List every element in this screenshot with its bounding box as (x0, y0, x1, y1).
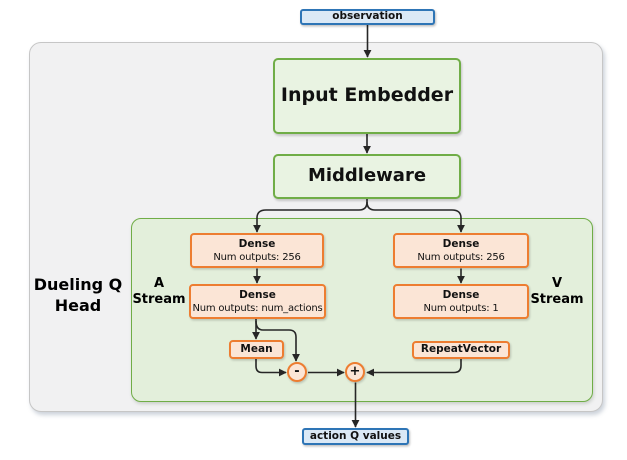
dense-a1-subtitle: Num outputs: 256 (213, 251, 301, 263)
input-embedder-label: Input Embedder (280, 84, 454, 107)
observation-label: observation (332, 10, 403, 23)
v-stream-label-line2: Stream (530, 292, 584, 307)
dense-v2-node: Dense Num outputs: 1 (393, 284, 529, 319)
add-operator-label: + (349, 364, 361, 379)
dense-a2-title: Dense (239, 288, 276, 301)
a-stream-label-line1: A (153, 276, 165, 291)
mean-node: Mean (229, 340, 284, 359)
repeat-vector-node: RepeatVector (412, 341, 510, 359)
subtract-operator-node: - (287, 362, 307, 382)
dense-v1-node: Dense Num outputs: 256 (393, 233, 529, 268)
mean-label: Mean (240, 342, 273, 355)
action-q-values-node: action Q values (302, 428, 409, 445)
dense-v2-subtitle: Num outputs: 1 (423, 302, 499, 314)
dense-v1-title: Dense (442, 237, 480, 250)
dense-a2-subtitle: Num outputs: num_actions (192, 302, 323, 314)
dueling-q-head-label-line1: Dueling Q (33, 275, 123, 294)
dense-a1-title: Dense (238, 237, 276, 250)
dense-a1-node: Dense Num outputs: 256 (190, 233, 324, 268)
observation-node: observation (300, 9, 435, 25)
v-stream-label: V Stream (527, 276, 587, 308)
a-stream-label: A Stream (129, 276, 189, 308)
middleware-node: Middleware (273, 154, 461, 199)
repeat-vector-label: RepeatVector (420, 343, 502, 356)
dueling-q-head-label-line2: Head (54, 296, 102, 315)
dueling-q-head-label: Dueling Q Head (18, 274, 138, 316)
subtract-operator-label: - (294, 364, 300, 379)
add-operator-node: + (345, 362, 365, 382)
dense-v2-title: Dense (442, 288, 480, 301)
input-embedder-node: Input Embedder (273, 58, 461, 134)
middleware-label: Middleware (307, 165, 427, 187)
a-stream-label-line2: Stream (132, 292, 186, 307)
v-stream-label-line1: V (551, 276, 563, 291)
dense-a2-node: Dense Num outputs: num_actions (189, 284, 326, 319)
action-q-values-label: action Q values (309, 429, 402, 442)
dense-v1-subtitle: Num outputs: 256 (417, 251, 505, 263)
